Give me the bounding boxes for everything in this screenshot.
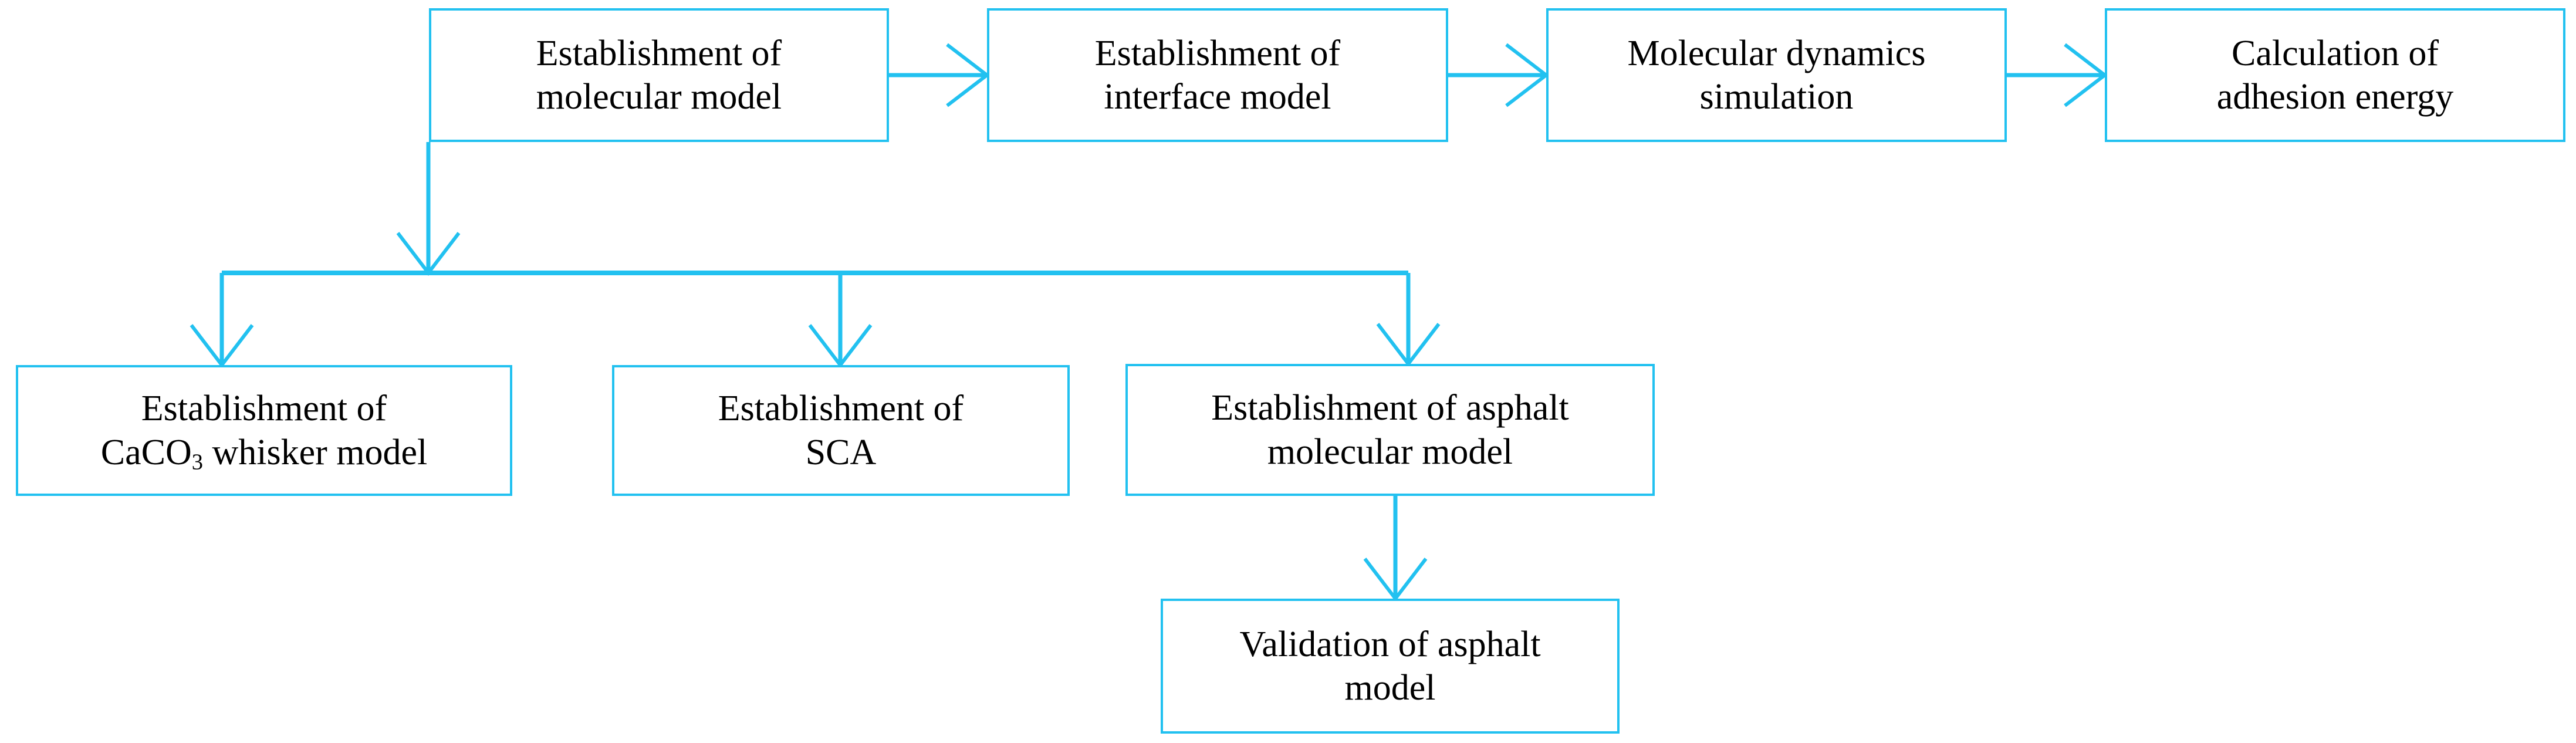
arrow-asphalt-model-to-asphalt-validation — [1363, 496, 1428, 602]
node-asphalt-validation[interactable]: Validation of asphalt model — [1161, 599, 1620, 734]
node-asphalt-molecular-model[interactable]: Establishment of asphalt molecular model — [1125, 364, 1655, 496]
node-molecular-model-label: Establishment of molecular model — [536, 33, 782, 117]
arrow-molecular-model-to-distribution-bus — [396, 142, 461, 276]
node-adhesion-energy[interactable]: Calculation of adhesion energy — [2105, 8, 2565, 142]
arrow-distribution-bus-to-asphalt-model — [1376, 273, 1441, 367]
node-sca-model-label: Establishment of SCA — [718, 389, 964, 472]
arrow-md-simulation-to-adhesion-energy — [2007, 43, 2108, 107]
arrow-interface-model-to-md-simulation — [1448, 43, 1549, 107]
node-asphalt-validation-label: Validation of asphalt model — [1239, 624, 1541, 708]
arrow-molecular-model-to-interface-model — [889, 43, 990, 107]
arrow-distribution-bus-to-sca-model — [808, 273, 873, 368]
node-caco3-whisker-model-label: Establishment of CaCO3 whisker model — [100, 389, 428, 474]
arrow-distribution-bus-to-caco3-whisker — [190, 273, 254, 368]
node-interface-model-label: Establishment of interface model — [1094, 33, 1341, 117]
subscript-3: 3 — [191, 449, 203, 474]
node-molecular-model[interactable]: Establishment of molecular model — [429, 8, 889, 142]
node-sca-model[interactable]: Establishment of SCA — [612, 365, 1070, 496]
node-md-simulation-label: Molecular dynamics simulation — [1627, 33, 1926, 117]
node-caco3-whisker-model[interactable]: Establishment of CaCO3 whisker model — [16, 365, 512, 496]
node-adhesion-energy-label: Calculation of adhesion energy — [2216, 33, 2454, 117]
node-md-simulation[interactable]: Molecular dynamics simulation — [1546, 8, 2007, 142]
node-asphalt-molecular-model-label: Establishment of asphalt molecular model — [1211, 388, 1569, 472]
node-interface-model[interactable]: Establishment of interface model — [987, 8, 1448, 142]
